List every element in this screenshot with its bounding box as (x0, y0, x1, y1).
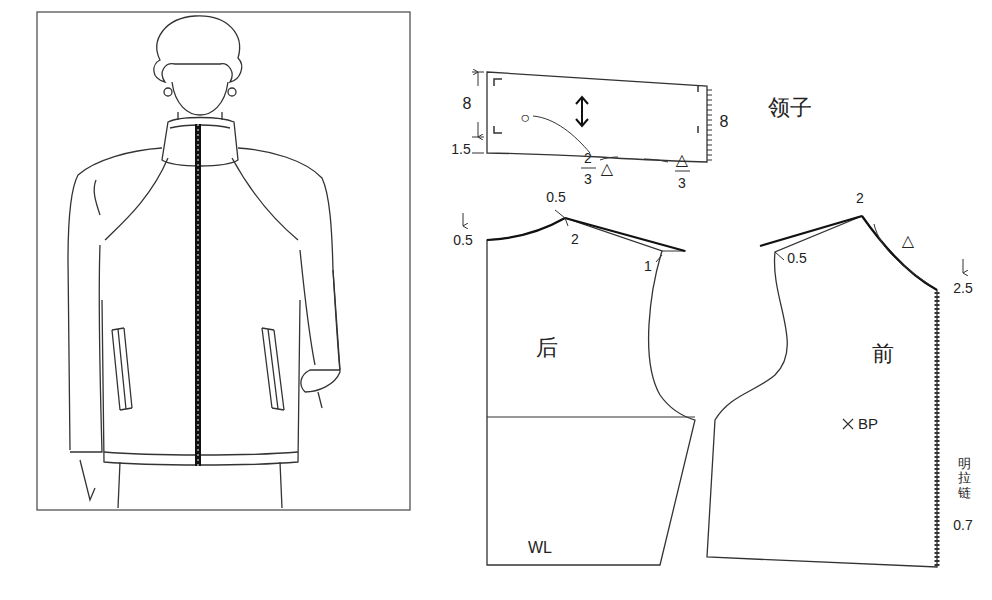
construction-line (487, 251, 695, 417)
construction-line (576, 97, 588, 126)
piece-name: 后 (536, 337, 558, 359)
piece-name: 前 (872, 343, 894, 365)
bust-point: BP (858, 416, 878, 431)
dimension: 0.5 (453, 233, 472, 247)
front-bodice: 前 BP (703, 196, 943, 571)
dimension: 8 (463, 96, 472, 112)
fraction-number: 2 (584, 151, 592, 165)
construction-line (555, 210, 662, 262)
construction-line (494, 79, 698, 133)
dimension: 2 (856, 191, 864, 205)
construction-line (533, 116, 590, 153)
dimension: 0.5 (546, 190, 565, 204)
construction-line (707, 90, 712, 160)
fraction-number: 3 (584, 172, 592, 186)
piece-outline (703, 196, 943, 571)
construction-line (775, 252, 784, 260)
dimension: 8 (720, 114, 729, 130)
construction-line (760, 216, 862, 246)
zipper (195, 124, 201, 466)
construction-line (843, 419, 853, 429)
piece-name: 领子 (768, 97, 812, 119)
construction-line (565, 218, 685, 251)
jacket-figure (68, 16, 340, 508)
dimension: 1 (644, 259, 652, 273)
dimension: 0.7 (953, 518, 972, 532)
collar-mark: ○ (520, 110, 530, 126)
zipper-teeth (198, 124, 199, 466)
piece-outline (485, 196, 699, 569)
construction-line (874, 224, 930, 285)
dimension: 2.5 (953, 281, 972, 295)
figure-frame (37, 12, 410, 510)
triangle-mark: △ (676, 152, 688, 168)
fraction-number: 3 (678, 176, 686, 190)
waist-line: WL (528, 540, 552, 556)
construction-line (487, 218, 565, 240)
triangle-mark: △ (902, 233, 914, 249)
back-bodice: 后 WL (485, 196, 699, 569)
dimension: 0.5 (787, 251, 806, 265)
triangle-mark: △ (601, 161, 613, 177)
outline-path (487, 72, 707, 162)
outline-path (707, 216, 937, 567)
dimension-marks (463, 72, 963, 273)
dimension: 1.5 (451, 142, 470, 156)
zipper-note: 明拉链 (958, 457, 971, 500)
outline-path (487, 218, 695, 565)
dimension: 2 (571, 232, 579, 246)
construction-line (862, 216, 937, 290)
